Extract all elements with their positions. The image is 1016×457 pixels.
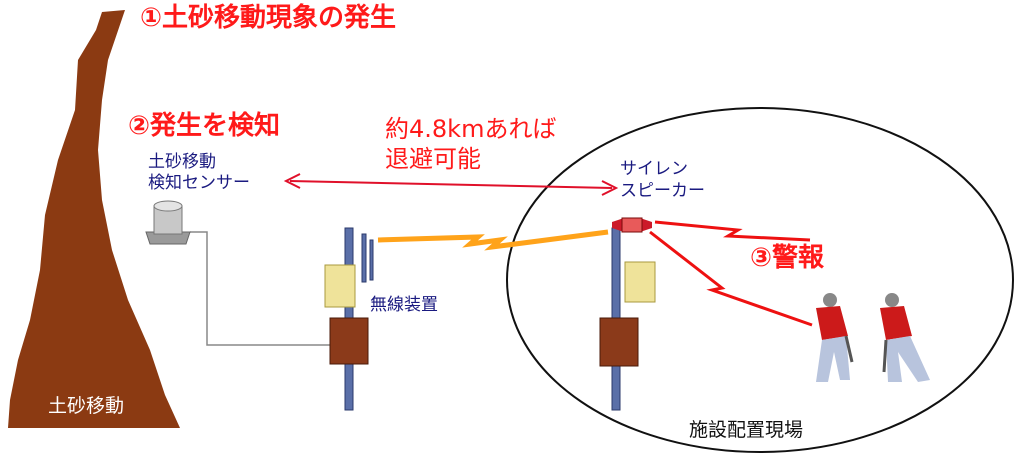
site-label: 施設配置現場 <box>689 419 804 441</box>
landslide-label: 土砂移動 <box>48 395 125 417</box>
step1-title: ①土砂移動現象の発生 <box>140 3 397 33</box>
siren-label-line1: サイレン <box>620 159 688 179</box>
distance-line1: 約4.8kmあれば <box>385 115 557 143</box>
sensor-label-line1: 土砂移動 <box>148 152 216 172</box>
sensor-label-line2: 検知センサー <box>148 173 250 193</box>
wireless-link <box>377 229 609 251</box>
radio-label: 無線装置 <box>370 295 438 315</box>
step2-title: ②発生を検知 <box>128 111 281 141</box>
worker-left <box>816 293 854 382</box>
distance-arrow <box>283 173 619 196</box>
alarm-bolt-upper <box>654 220 811 242</box>
landslide-shape <box>8 10 180 428</box>
worker-right <box>880 293 930 382</box>
siren-speaker <box>612 217 652 233</box>
sensor-cable <box>190 231 330 346</box>
radio-pole-left <box>324 227 374 411</box>
alarm-bolt-lower <box>649 230 813 327</box>
siren-label-line2: スピーカー <box>620 181 705 201</box>
site-boundary <box>506 107 1014 453</box>
distance-line2: 退避可能 <box>385 145 481 173</box>
radio-pole-right <box>599 227 656 411</box>
step3-title: ③警報 <box>750 243 825 273</box>
sensor-device <box>145 200 191 245</box>
